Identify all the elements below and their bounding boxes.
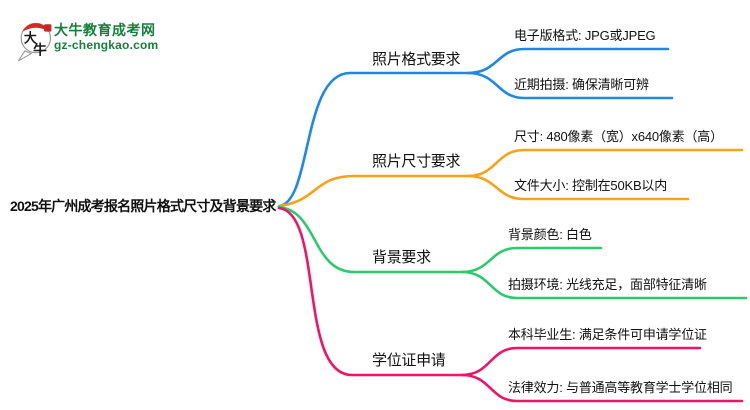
branch2-trunk-line bbox=[277, 174, 470, 208]
leaf-background-color: 背景颜色: 白色 bbox=[508, 227, 592, 242]
leaf-file-size: 文件大小: 控制在50KB以内 bbox=[514, 178, 668, 193]
leaf-bachelor-graduates: 本科毕业生: 满足条件可申请学位证 bbox=[508, 327, 707, 342]
daniu-logo-icon: 大 牛 bbox=[17, 22, 52, 62]
brand-url: gz-chengkao.com bbox=[54, 38, 159, 52]
brand-title: 大牛教育成考网 bbox=[54, 22, 156, 38]
branch-label-degree-cert: 学位证申请 bbox=[372, 352, 446, 369]
branch3-child1-line bbox=[460, 246, 603, 274]
logo-char-top: 大 bbox=[24, 31, 37, 47]
root-topic: 2025年广州成考报名照片格式尺寸及背景要求 bbox=[10, 198, 276, 214]
leaf-shooting-environment: 拍摄环境: 光线充足，面部特征清晰 bbox=[508, 277, 707, 292]
leaf-recent-photo: 近期拍摄: 确保清晰可辨 bbox=[514, 77, 649, 92]
branch-label-background: 背景要求 bbox=[372, 249, 431, 266]
branch3-child2-line bbox=[460, 270, 748, 300]
branch2-child2-line bbox=[466, 174, 690, 201]
branch4-child2-line bbox=[460, 373, 744, 403]
branch3-trunk-line bbox=[277, 205, 464, 274]
branch2-child1-line bbox=[466, 148, 744, 178]
branch4-trunk-line bbox=[277, 206, 464, 377]
branch1-trunk-line bbox=[277, 71, 470, 208]
branch1-child1-line bbox=[466, 47, 670, 75]
branch-label-photo-format: 照片格式要求 bbox=[372, 51, 461, 68]
branch1-child2-line bbox=[466, 71, 674, 100]
leaf-pixel-dimensions: 尺寸: 480像素（宽）x640像素（高） bbox=[514, 129, 723, 144]
logo-char-bottom: 牛 bbox=[33, 42, 47, 59]
branch-label-photo-size: 照片尺寸要求 bbox=[372, 153, 461, 170]
leaf-electronic-format: 电子版格式: JPG或JPEG bbox=[514, 28, 656, 43]
branch4-child1-line bbox=[460, 346, 702, 377]
site-brand: 大 牛 大牛教育成考网 gz-chengkao.com bbox=[12, 12, 232, 72]
leaf-legal-effect: 法律效力: 与普通高等教育学士学位相同 bbox=[508, 380, 733, 395]
